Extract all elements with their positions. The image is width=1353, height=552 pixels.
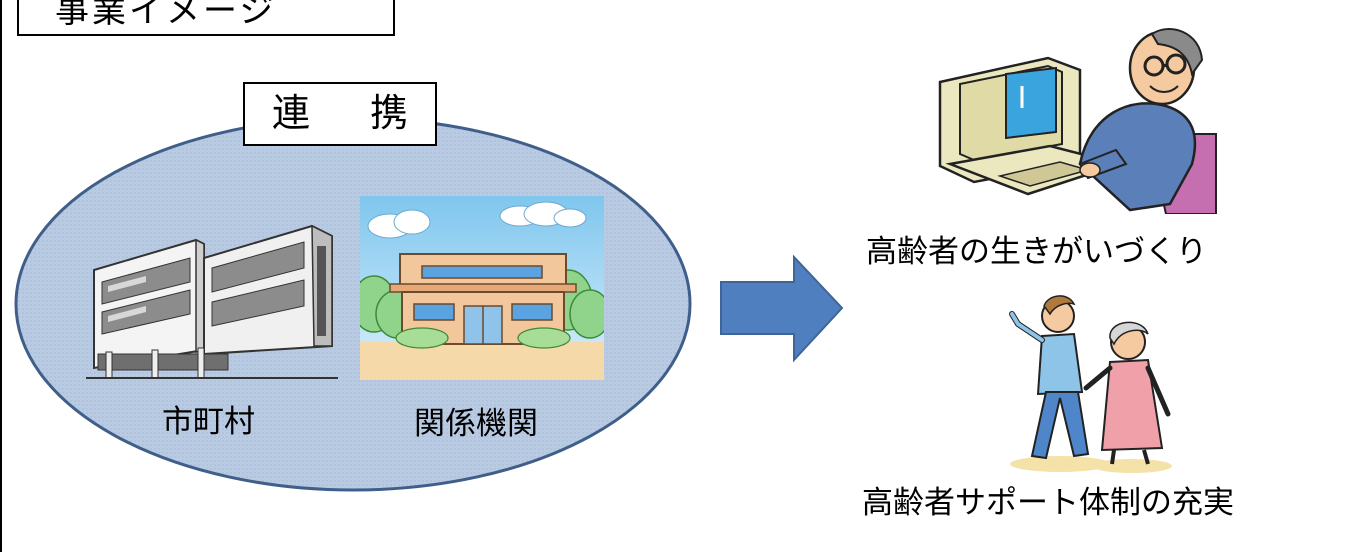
page-left-border [0,0,2,552]
caregiver-senior-icon [1009,295,1172,473]
municipal-building-icon [86,224,338,379]
right-arrow-icon [720,254,844,363]
related-agency-building-icon [360,196,604,380]
cooperation-label: 連 携 [243,82,437,146]
title-box: 事業イメージ [17,0,395,36]
outcome-caption-2: 高齢者サポート体制の充実 [862,485,1234,521]
municipality-label: 市町村 [162,404,255,440]
senior-computer-icon [938,28,1217,214]
outcome-caption-1: 高齢者の生きがいづくり [866,234,1207,270]
page-title: 事業イメージ [55,0,277,31]
agencies-label: 関係機関 [414,406,538,442]
